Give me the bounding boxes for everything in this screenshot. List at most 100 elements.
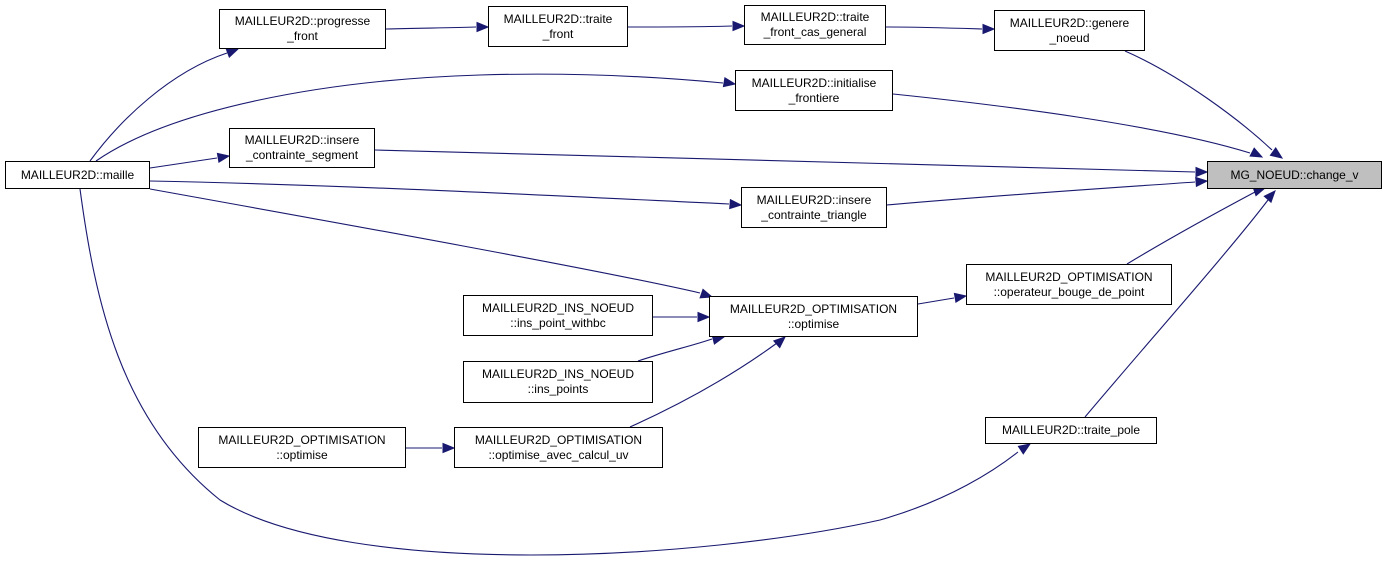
edge-line [917, 297, 955, 305]
node-label-line: ::ins_points [527, 382, 589, 396]
node-label-line: _contrainte_triangle [761, 207, 867, 222]
arrowhead-icon [732, 20, 746, 32]
node-optimise[interactable]: MAILLEUR2D_OPTIMISATION::optimise [709, 296, 918, 337]
arrowhead-icon [442, 442, 456, 454]
node-label-line: MAILLEUR2D::insere [756, 192, 872, 207]
edge-ins_points-to-optimise [637, 334, 726, 362]
edge-maille-to-progresse_front [89, 48, 240, 162]
node-optimise-avec-calcul-uv[interactable]: MAILLEUR2D_OPTIMISATION::optimise_avec_c… [454, 427, 663, 468]
node-insere-contrainte-segment[interactable]: MAILLEUR2D::insere_contrainte_segment [229, 128, 375, 168]
node-label-line: MAILLEUR2D::insere [244, 133, 360, 147]
arrowhead-icon [697, 311, 711, 323]
arrowhead-icon [982, 23, 996, 35]
arrowhead-icon [1195, 176, 1209, 188]
node-insere-contrainte-triangle[interactable]: MAILLEUR2D::insere_contrainte_triangle [741, 187, 887, 228]
edge-maille-to-optimise [149, 188, 714, 299]
arrowhead-icon [729, 198, 743, 210]
edge-line [637, 338, 713, 362]
arrowhead-icon [772, 336, 786, 349]
arrowhead-icon [953, 292, 968, 304]
node-ins-point-withbc[interactable]: MAILLEUR2D_INS_NOEUD::ins_point_withbc [463, 295, 653, 336]
node-progresse-front[interactable]: MAILLEUR2D::progresse_front [219, 9, 386, 49]
node-label-line: ::optimise [276, 447, 328, 462]
node-label-line: MAILLEUR2D_OPTIMISATION [474, 432, 643, 447]
edge-line [89, 52, 228, 162]
node-label-line: MG_NOEUD::change_v [1230, 167, 1359, 182]
arrowhead-icon [699, 288, 714, 299]
arrowhead-icon [1017, 443, 1032, 455]
arrowhead-icon [476, 21, 490, 33]
edge-line [385, 26, 477, 30]
edge-insere_contrainte_triangle-to-change_v [886, 176, 1209, 206]
edge-line [1124, 50, 1273, 151]
edge-genere_noeud-to-change_v [1124, 50, 1284, 159]
edge-line [95, 73, 724, 162]
edge-line [1126, 191, 1256, 265]
arrowhead-icon [722, 76, 737, 88]
node-initialise-frontiere[interactable]: MAILLEUR2D::initialise_frontiere [735, 70, 893, 111]
edge-line [627, 25, 733, 28]
node-label-line: MAILLEUR2D::genere [1009, 15, 1130, 30]
node-label-line: _front [542, 26, 574, 41]
edge-initialise_frontiere-to-change_v [892, 93, 1264, 158]
node-label-line: _front [287, 29, 318, 43]
arrowhead-icon [1269, 147, 1284, 159]
arrowhead-icon [1263, 190, 1276, 204]
node-label-line: MAILLEUR2D::traite_pole [1001, 423, 1141, 437]
node-label-line: _noeud [1049, 30, 1090, 45]
node-label-line: MAILLEUR2D_INS_NOEUD [481, 300, 635, 315]
node-ins-points[interactable]: MAILLEUR2D_INS_NOEUD::ins_points [463, 361, 653, 403]
node-label-line: MAILLEUR2D::traite [760, 10, 870, 24]
edge-optimise_2-to-optimise_avec_calcul_uv [406, 442, 456, 454]
node-change-v: MG_NOEUD::change_v [1207, 161, 1382, 189]
node-label-line: MAILLEUR2D::traite [503, 11, 613, 26]
node-optimise-2[interactable]: MAILLEUR2D_OPTIMISATION::optimise [198, 427, 406, 468]
node-label-line: ::operateur_bouge_de_point [993, 284, 1145, 299]
node-label-line: MAILLEUR2D_INS_NOEUD [481, 367, 635, 381]
node-label-line: _contrainte_segment [245, 148, 359, 162]
arrowhead-icon [1249, 147, 1264, 158]
edge-maille-to-initialise_frontiere [95, 73, 737, 162]
edge-traite_front_cas_general-to-genere_noeud [885, 23, 996, 35]
edge-line [892, 93, 1251, 154]
arrowhead-icon [216, 152, 231, 164]
node-label-line: _front_cas_general [763, 25, 867, 39]
edge-progresse_front-to-traite_front [385, 21, 490, 33]
edge-line [629, 342, 778, 428]
node-traite-front[interactable]: MAILLEUR2D::traite_front [488, 6, 628, 47]
node-label-line: MAILLEUR2D_OPTIMISATION [218, 432, 386, 447]
node-label-line: MAILLEUR2D::progresse [234, 14, 371, 28]
node-label-line: MAILLEUR2D_OPTIMISATION [729, 301, 898, 316]
node-genere-noeud[interactable]: MAILLEUR2D::genere_noeud [994, 10, 1145, 51]
edge-line [885, 26, 983, 30]
edge-line [149, 157, 218, 169]
arrowhead-icon [1195, 166, 1209, 178]
edge-line [149, 188, 701, 294]
node-label-line: MAILLEUR2D::maille [20, 167, 135, 182]
edge-optimise_avec_calcul_uv-to-optimise [629, 336, 786, 428]
edge-operateur_bouge_de_point-to-change_v [1126, 186, 1267, 265]
edge-insere_contrainte_segment-to-change_v [374, 149, 1209, 178]
edge-line [886, 181, 1196, 206]
edge-traite_pole-to-change_v [1084, 190, 1276, 418]
edge-line [374, 149, 1196, 173]
node-label-line: MAILLEUR2D_OPTIMISATION [985, 269, 1153, 284]
node-label-line: ::optimise_avec_calcul_uv [488, 447, 629, 462]
edge-traite_front-to-traite_front_cas_general [627, 20, 746, 32]
edge-line [79, 188, 1019, 556]
edge-ins_point_withbc-to-optimise [653, 311, 711, 323]
node-operateur-bouge-de-point[interactable]: MAILLEUR2D_OPTIMISATION::operateur_bouge… [966, 264, 1172, 305]
node-label-line: ::ins_point_withbc [510, 315, 606, 330]
node-label-line: ::optimise [787, 316, 840, 331]
edge-optimise-to-operateur_bouge_de_point [917, 292, 968, 305]
edge-maille-to-traite_pole [79, 188, 1032, 556]
edge-line [1084, 199, 1269, 418]
arrowhead-icon [225, 48, 240, 58]
node-label-line: _frontiere [788, 90, 840, 105]
node-traite-front-cas-general[interactable]: MAILLEUR2D::traite_front_cas_general [744, 5, 886, 45]
edge-maille-to-insere_contrainte_segment [149, 152, 231, 169]
node-maille[interactable]: MAILLEUR2D::maille [5, 161, 150, 189]
node-traite-pole[interactable]: MAILLEUR2D::traite_pole [985, 417, 1157, 444]
node-label-line: MAILLEUR2D::initialise [751, 75, 877, 90]
